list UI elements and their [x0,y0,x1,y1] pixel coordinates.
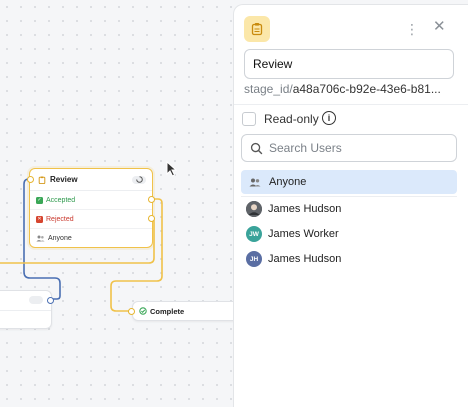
check-icon: ✓ [36,196,43,204]
outcome-accepted[interactable]: ✓ Accepted [30,191,152,210]
avatar: JH [246,251,262,267]
clipboard-icon [38,175,46,184]
stage-type-badge [244,16,270,42]
divider [241,196,457,197]
assignee-label: Anyone [48,234,72,242]
read-only-label: Read-only [264,112,319,126]
avatar: JW [246,226,262,242]
outcome-label: Accepted [46,196,76,204]
read-only-checkbox[interactable] [242,112,256,126]
stage-name-input[interactable] [244,49,454,79]
divider [234,104,468,105]
input-port[interactable] [27,176,34,183]
collapse-chevron-icon[interactable] [29,296,43,304]
info-icon[interactable]: i [322,111,336,125]
user-name: James Hudson [268,253,342,265]
user-name: James Worker [268,228,339,240]
accepted-output-port[interactable] [148,196,155,203]
users-icon [249,178,261,186]
user-option[interactable]: JH James Hudson [246,249,341,269]
clipboard-icon [251,23,263,36]
node-title: Review [50,175,78,184]
stage-details-panel: ⋮ ✕ stage_id/a48a706c-b92e-43e6-b81... R… [233,4,468,407]
previous-stage-node[interactable] [0,290,52,329]
users-icon [36,235,45,241]
stage-id-value: a48a706c-b92e-43e6-b81... [292,82,441,96]
loading-spinner-icon [132,175,146,184]
user-name: James Hudson [268,203,342,215]
close-icon[interactable]: ✕ [433,18,446,35]
input-port[interactable] [128,308,135,315]
assignee-option-label: Anyone [269,176,307,188]
avatar [246,201,262,217]
output-port[interactable] [47,297,54,304]
complete-stage-node[interactable]: Complete [132,301,242,321]
check-circle-icon [139,307,147,315]
more-options-icon[interactable]: ⋮ [405,21,419,37]
x-icon: ✕ [36,215,43,223]
assignee-anyone[interactable]: Anyone [30,229,152,247]
search-users-input[interactable] [267,140,451,156]
assignee-option-anyone[interactable]: Anyone [241,170,457,194]
rejected-output-port[interactable] [148,215,155,222]
search-icon [250,142,263,154]
stage-id: stage_id/a48a706c-b92e-43e6-b81... [244,82,459,96]
outcome-label: Rejected [46,215,74,223]
search-users-field[interactable] [241,134,457,162]
stage-id-label: stage_id/ [244,82,293,96]
mouse-cursor-icon [166,161,178,177]
outcome-rejected[interactable]: ✕ Rejected [30,210,152,229]
user-option[interactable]: James Hudson [246,199,341,219]
node-title: Complete [150,306,185,316]
review-stage-node[interactable]: Review ✓ Accepted ✕ Rejected Anyone [29,168,153,248]
user-option[interactable]: JW James Worker [246,224,339,244]
